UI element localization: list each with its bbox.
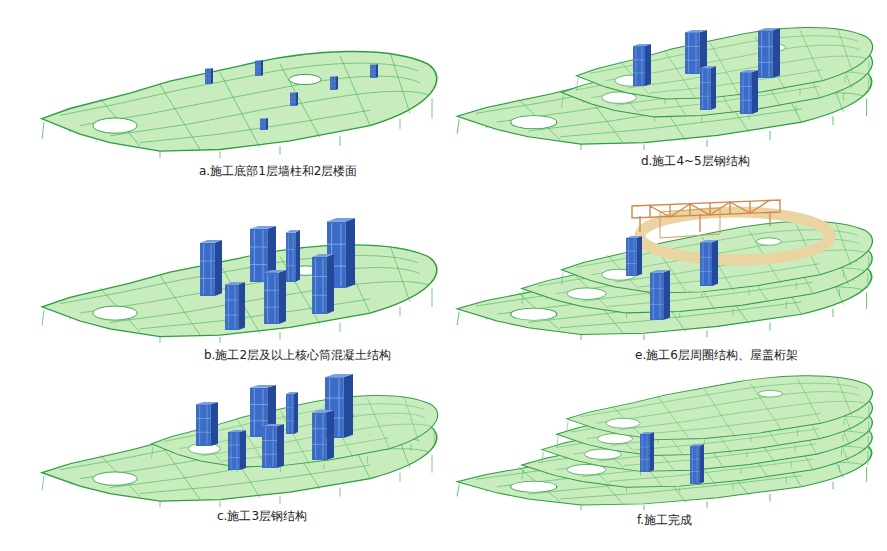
stage-caption: a.施工底部1层墙柱和2层楼面: [197, 164, 359, 179]
stage-caption: f.施工完成: [635, 513, 694, 528]
stage-caption: d.施工4~5层钢结构: [639, 154, 752, 169]
stage-caption: e.施工6层周圈结构、屋盖桁架: [633, 348, 800, 363]
stage-caption: b.施工2层及以上核心筒混凝土结构: [202, 348, 393, 363]
stage-caption: c.施工3层钢结构: [215, 509, 309, 524]
